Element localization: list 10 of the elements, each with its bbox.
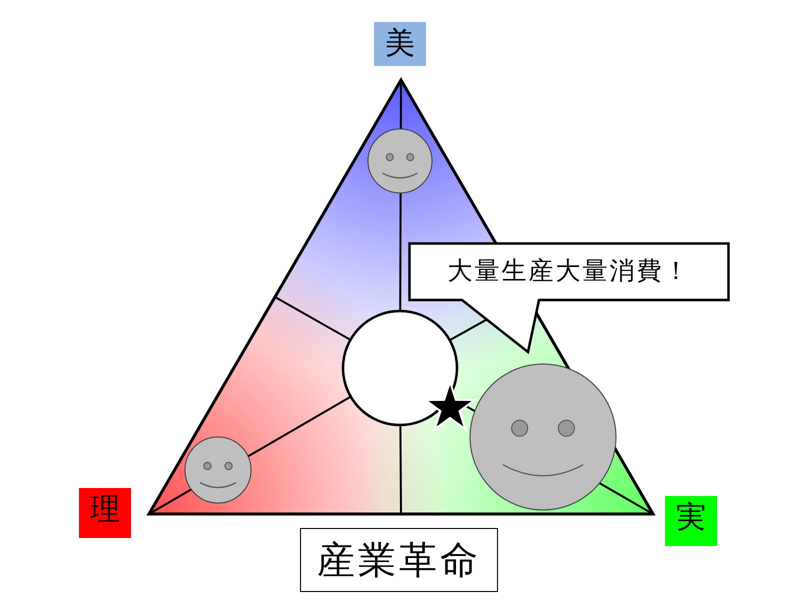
label-box — [665, 496, 717, 546]
label-text: 美 — [384, 27, 416, 61]
caption-text: 産業革命 — [316, 538, 482, 582]
label-text: 実 — [675, 501, 707, 535]
caption-box — [300, 528, 498, 592]
label-box — [374, 22, 426, 66]
label-box — [79, 488, 131, 538]
label-text: 理 — [89, 493, 121, 527]
speech-bubble — [408, 242, 730, 354]
speech-text: 大量生産大量消費！ — [446, 255, 692, 287]
